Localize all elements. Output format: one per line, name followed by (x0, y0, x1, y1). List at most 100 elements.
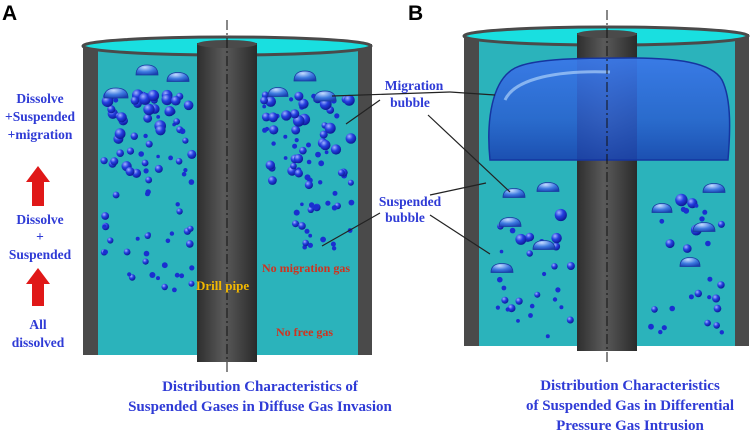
stage-arrows (26, 166, 50, 306)
gas-bubble (283, 134, 288, 139)
gas-bubble (707, 295, 712, 300)
gas-bubble (320, 236, 326, 243)
gas-bubble (186, 240, 194, 248)
gas-bubble (313, 204, 319, 210)
caption-a-line2: Suspended Gases in Diffuse Gas Invasion (128, 399, 392, 415)
gas-bubble (717, 281, 725, 289)
panel-b-right-wall (735, 34, 749, 346)
gas-bubble (102, 224, 107, 228)
gas-bubble (300, 202, 304, 207)
gas-bubble (707, 276, 713, 282)
gas-bubble (189, 265, 195, 271)
stage-bottom-line1: All (29, 317, 47, 332)
gas-bubble (302, 239, 310, 247)
gas-bubble (260, 96, 268, 105)
gas-bubble (179, 273, 185, 279)
gas-bubble (516, 319, 520, 323)
gas-bubble (345, 133, 357, 144)
gas-bubble (187, 149, 197, 159)
gas-bubble (298, 98, 309, 109)
gas-bubble (665, 239, 675, 249)
gas-bubble (156, 276, 160, 281)
gas-bubble (173, 118, 180, 125)
gas-bubble (658, 329, 663, 335)
gas-bubble (337, 169, 345, 177)
gas-bubble (304, 174, 311, 181)
gas-bubble (265, 96, 277, 107)
suspended-bubble-shape (692, 222, 716, 232)
gas-bubble (304, 228, 310, 234)
stage-bottom-line2: dissolved (12, 335, 65, 350)
suspended-bubble-shape (267, 87, 289, 97)
gas-bubble (702, 209, 708, 215)
gas-bubble (164, 106, 175, 117)
gas-bubble (175, 158, 183, 165)
gas-bubble (289, 97, 294, 102)
gas-bubble (542, 271, 547, 277)
stage-middle-line2: + (36, 229, 44, 244)
gas-bubble (505, 307, 510, 312)
stage-top-line2: +Suspended (5, 109, 75, 124)
gas-bubble (705, 240, 711, 247)
gas-bubble (308, 233, 313, 238)
gas-bubble (688, 294, 694, 300)
gas-bubble (141, 159, 149, 167)
gas-bubble (171, 95, 181, 106)
suspended-bubble-shape (490, 263, 514, 273)
gas-bubble (165, 238, 171, 244)
no-free-gas-label: No free gas (276, 325, 333, 339)
gas-bubble (497, 276, 503, 283)
gas-bubble (156, 115, 161, 119)
gas-bubble (145, 176, 153, 184)
gas-bubble (264, 126, 270, 132)
panel-a-cylinder (81, 20, 373, 375)
gas-bubble (318, 160, 325, 167)
gas-bubble (648, 323, 654, 330)
panel-b-letter: B (408, 2, 423, 25)
gas-bubble (125, 167, 135, 176)
gas-bubble (143, 113, 153, 123)
gas-bubble (675, 193, 688, 207)
gas-bubble (713, 304, 722, 313)
gas-bubble (149, 272, 156, 278)
gas-bubble (161, 94, 173, 106)
gas-bubble (143, 103, 155, 116)
gas-bubble (262, 104, 267, 109)
suspended-bubble-shape (679, 257, 701, 267)
gas-bubble (552, 297, 558, 302)
gas-bubble (526, 250, 533, 257)
gas-bubble (501, 296, 509, 304)
gas-bubble (554, 208, 567, 222)
suspended-bubble-shape (651, 203, 673, 213)
gas-bubble (292, 143, 298, 149)
gas-bubble (331, 205, 338, 211)
drill-pipe-label: Drill pipe (196, 278, 249, 293)
stage-middle-line1: Dissolve (16, 212, 63, 227)
gas-bubble (332, 190, 338, 196)
gas-bubble (179, 128, 186, 135)
gas-bubble (154, 164, 163, 173)
caption-b-line1: Distribution Characteristics (540, 378, 720, 394)
stage-labels: Dissolve +Suspended +migration Dissolve … (5, 91, 75, 350)
gas-bubble (145, 140, 153, 148)
panel-a-left-wall (83, 44, 98, 355)
gas-bubble (181, 171, 187, 177)
gas-bubble (187, 225, 194, 232)
gas-bubble (268, 176, 277, 185)
gas-bubble (176, 208, 183, 215)
gas-bubble (661, 325, 667, 331)
suspended-bubble-label-line2: bubble (385, 210, 425, 225)
gas-bubble (683, 244, 692, 253)
gas-bubble (499, 249, 504, 254)
gas-bubble (168, 155, 174, 161)
gas-bubble (294, 91, 304, 101)
gas-bubble (330, 241, 336, 247)
gas-bubble (161, 283, 168, 291)
gas-bubble (156, 154, 160, 159)
gas-bubble (298, 222, 306, 230)
gas-bubble (123, 248, 131, 256)
gas-bubble (293, 209, 300, 216)
gas-bubble (183, 100, 194, 111)
gas-bubble (699, 216, 705, 222)
panel-b-left-wall (464, 34, 479, 346)
